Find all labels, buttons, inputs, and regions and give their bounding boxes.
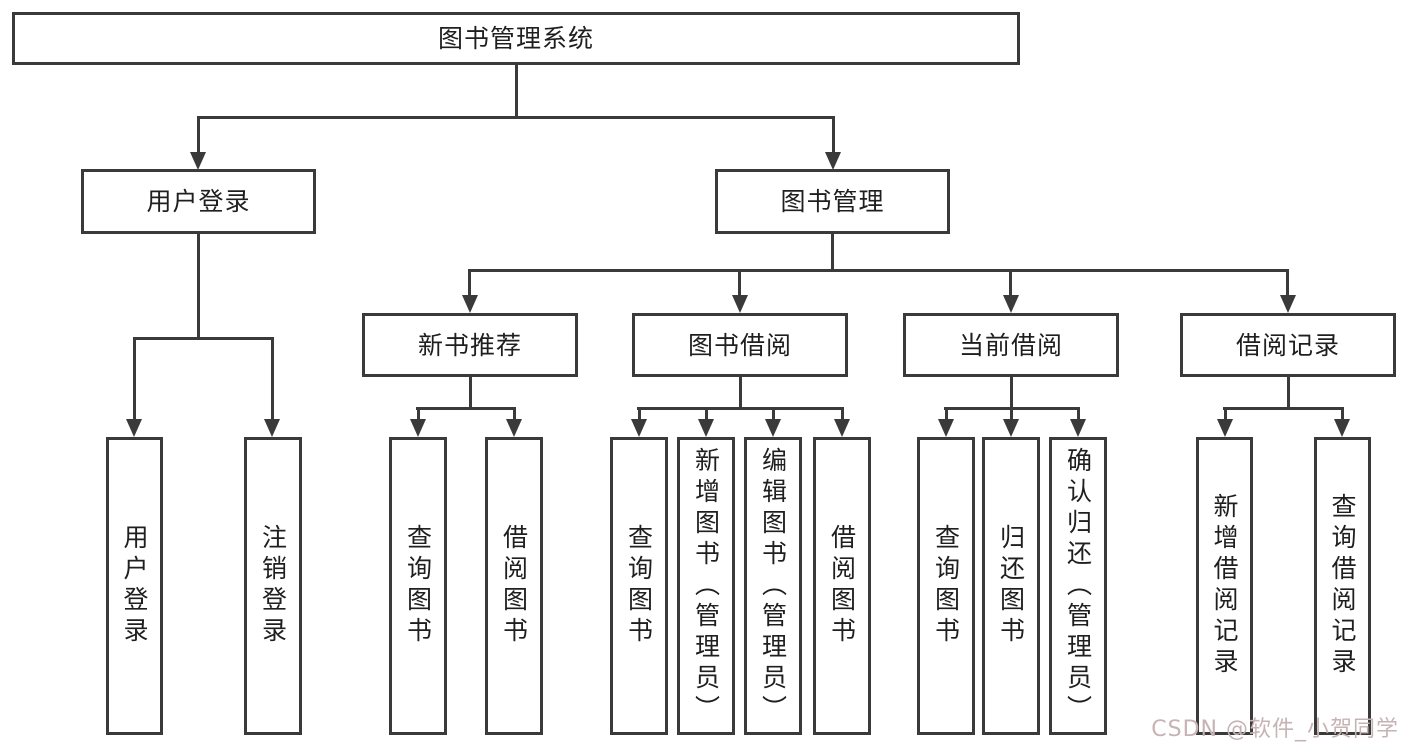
node-book-management-label: 图书管理 (780, 187, 885, 216)
arrow-down-icon (410, 419, 426, 437)
connector-line (417, 407, 420, 423)
arrow-down-icon (506, 419, 522, 437)
arrow-down-icon (765, 419, 781, 437)
leaf-edit-books-admin-label: 编辑图书（管理员） (758, 446, 788, 726)
node-book-borrowing: 图书借阅 (632, 313, 848, 377)
arrow-down-icon (190, 152, 206, 170)
connector-line (468, 269, 471, 299)
leaf-return-books: 归还图书 (982, 437, 1040, 735)
connector-line (1009, 269, 1012, 299)
connector-line (841, 407, 844, 423)
connector-line (416, 407, 516, 410)
connector-line (468, 269, 1289, 272)
node-borrowing-records-label: 借阅记录 (1235, 330, 1340, 360)
node-new-book-recommend-label: 新书推荐 (417, 330, 522, 360)
leaf-borrow-books-recommend-label: 借阅图书 (499, 524, 529, 648)
connector-line (197, 116, 835, 119)
leaf-query-books-recommend: 查询图书 (389, 437, 447, 735)
connector-line (831, 234, 834, 272)
leaf-query-books-borrowing-label: 查询图书 (624, 524, 654, 648)
node-user-login-label: 用户登录 (146, 187, 251, 216)
arrow-down-icon (834, 419, 850, 437)
leaf-add-borrow-record-label: 新增借阅记录 (1210, 493, 1239, 679)
leaf-query-books-current: 查询图书 (917, 437, 975, 735)
connector-line (1341, 407, 1344, 423)
leaf-query-books-recommend-label: 查询图书 (403, 524, 433, 648)
connector-line (469, 377, 472, 410)
connector-line (197, 116, 200, 156)
connector-line (513, 407, 516, 423)
arrow-down-icon (825, 152, 841, 170)
leaf-add-books-admin-label: 新增图书（管理员） (691, 446, 721, 726)
connector-line (1010, 407, 1013, 423)
arrow-down-icon (1003, 295, 1019, 313)
connector-line (271, 337, 274, 423)
node-book-borrowing-label: 图书借阅 (687, 330, 792, 360)
arrow-down-icon (732, 295, 748, 313)
arrow-down-icon (126, 419, 142, 437)
csdn-watermark: CSDN @软件_小贺同学 (1151, 717, 1399, 742)
connector-line (133, 337, 136, 423)
connector-line (832, 116, 835, 156)
leaf-return-books-label: 归还图书 (996, 524, 1026, 648)
leaf-query-books-current-label: 查询图书 (931, 524, 961, 648)
connector-line (1287, 377, 1290, 410)
arrow-down-icon (462, 295, 478, 313)
arrow-down-icon (1334, 419, 1350, 437)
connector-line (1010, 377, 1013, 410)
arrow-down-icon (1217, 419, 1233, 437)
leaf-add-books-admin: 新增图书（管理员） (677, 437, 735, 735)
leaf-logout: 注销登录 (244, 437, 302, 735)
node-user-login: 用户登录 (81, 169, 316, 234)
connector-line (637, 407, 843, 410)
leaf-borrow-books-borrowing-label: 借阅图书 (827, 524, 857, 648)
node-root-label: 图书管理系统 (437, 24, 594, 53)
connector-line (772, 407, 775, 423)
leaf-logout-label: 注销登录 (258, 524, 288, 648)
arrow-down-icon (938, 419, 954, 437)
connector-line (738, 269, 741, 299)
leaf-confirm-return-admin-label: 确认归还（管理员） (1063, 446, 1093, 726)
arrow-down-icon (698, 419, 714, 437)
leaf-user-login-label: 用户登录 (120, 524, 149, 648)
connector-line (515, 64, 518, 119)
arrow-down-icon (1070, 419, 1086, 437)
connector-line (638, 407, 641, 423)
node-new-book-recommend: 新书推荐 (362, 313, 578, 377)
arrow-down-icon (264, 419, 280, 437)
node-root: 图书管理系统 (12, 12, 1020, 65)
connector-line (133, 337, 274, 340)
connector-line (1224, 407, 1227, 423)
leaf-add-borrow-record: 新增借阅记录 (1196, 437, 1253, 735)
connector-line (1286, 269, 1289, 299)
connector-line (197, 234, 200, 340)
leaf-edit-books-admin: 编辑图书（管理员） (744, 437, 802, 735)
leaf-query-borrow-record-label: 查询借阅记录 (1328, 493, 1357, 679)
connector-line (739, 377, 742, 410)
connector-line (945, 407, 948, 423)
leaf-user-login: 用户登录 (106, 437, 163, 735)
node-current-borrowing-label: 当前借阅 (958, 330, 1063, 360)
connector-line (705, 407, 708, 423)
leaf-query-borrow-record: 查询借阅记录 (1314, 437, 1371, 735)
arrow-down-icon (1280, 295, 1296, 313)
node-book-management: 图书管理 (715, 169, 950, 234)
leaf-confirm-return-admin: 确认归还（管理员） (1049, 437, 1107, 735)
leaf-query-books-borrowing: 查询图书 (610, 437, 668, 735)
connector-line (1077, 407, 1080, 423)
node-borrowing-records: 借阅记录 (1180, 313, 1396, 377)
connector-line (1223, 407, 1343, 410)
leaf-borrow-books-recommend: 借阅图书 (485, 437, 543, 735)
arrow-down-icon (631, 419, 647, 437)
node-current-borrowing: 当前借阅 (903, 313, 1119, 377)
leaf-borrow-books-borrowing: 借阅图书 (813, 437, 871, 735)
arrow-down-icon (1003, 419, 1019, 437)
